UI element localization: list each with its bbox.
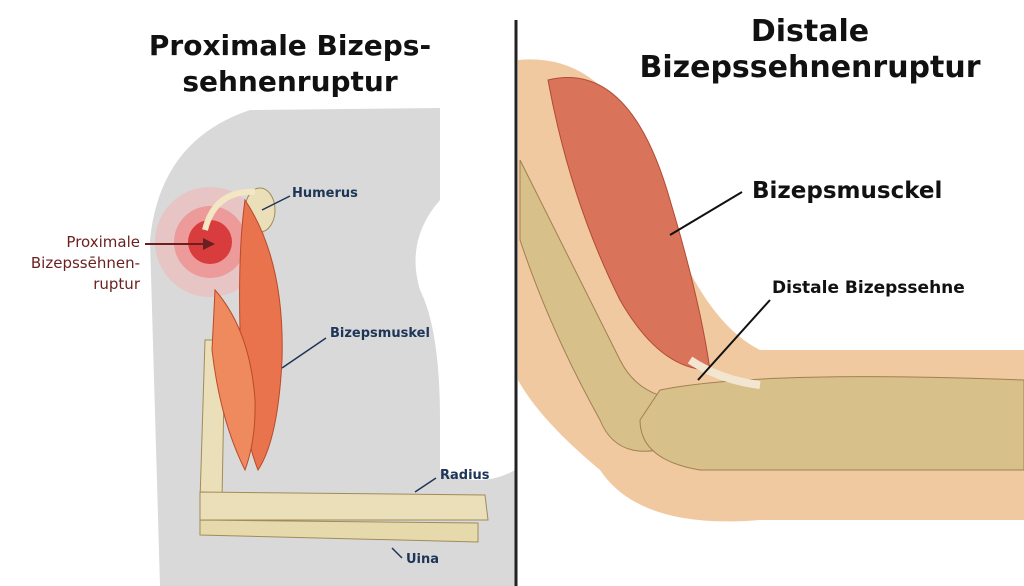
rupture-label-line2: Bizepssēhnen-: [30, 254, 140, 272]
rupture-label: Proximale Bizepssēhnen- ruptur: [10, 232, 140, 295]
biceps-short-head: [211, 288, 256, 472]
rupture-label-line1: Proximale: [66, 233, 140, 251]
label-biceps-right: Bizepsmusckel: [752, 178, 943, 204]
rupture-label-line3: ruptur: [93, 275, 140, 293]
right-title-line2: Bizepssehnenruptur: [639, 50, 981, 85]
label-biceps-left: Bizepsmuskel: [330, 326, 430, 341]
left-title-line2: sehnenruptur: [182, 65, 398, 98]
label-radius: Radius: [440, 468, 490, 483]
left-title-line1: Proximale Bizeps-: [148, 29, 432, 62]
distal-tendon: [687, 356, 761, 389]
radius-bone: [199, 491, 489, 521]
label-distal-tendon: Distale Bizepssehne: [772, 278, 965, 298]
ulna-bone: [199, 519, 479, 543]
right-title-line1: Distale: [750, 14, 870, 49]
torn-tendon: [202, 188, 256, 231]
forearm-bones-right: [639, 376, 1024, 471]
label-humerus: Humerus: [292, 186, 358, 201]
label-ulna: Uina: [406, 552, 440, 567]
